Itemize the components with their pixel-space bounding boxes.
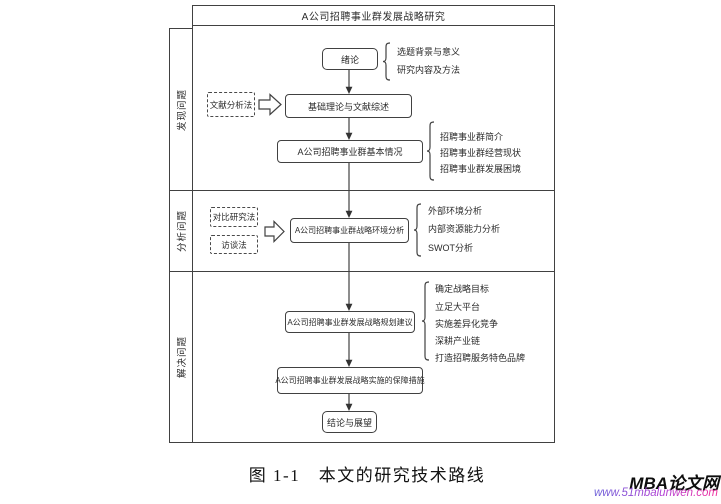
- watermark-site-name: MBA论文网: [629, 474, 719, 493]
- annotation-item: 内部资源能力分析: [428, 224, 501, 234]
- annotation-item: 立足大平台: [435, 302, 481, 312]
- method-box-literature: 文献分析法: [207, 92, 255, 117]
- method-box-interview: 访谈法: [210, 235, 258, 254]
- row-header-analyze: 分析问题: [169, 190, 193, 272]
- method-box-comparative: 对比研究法: [210, 207, 258, 227]
- annotation-item: SWOT分析: [428, 243, 473, 253]
- flow-box-label: A公司招聘事业群战略环境分析: [294, 226, 405, 235]
- flow-box-conclusion: 结论与展望: [322, 411, 377, 433]
- annotation-item: 实施差异化竞争: [435, 319, 499, 329]
- annotation-item: 打造招聘服务特色品牌: [435, 353, 526, 363]
- row-header-label: 发现问题: [177, 88, 189, 131]
- method-label: 文献分析法: [209, 99, 253, 110]
- flow-box-label: A公司招聘事业群发展战略规划建议: [287, 317, 413, 327]
- flow-box-label: A公司招聘事业群发展战略实施的保障措施: [275, 376, 425, 385]
- annotation-item: 深耕产业链: [435, 336, 481, 346]
- flow-box-label: 绪论: [340, 54, 359, 65]
- flow-box-env-analysis: A公司招聘事业群战略环境分析: [290, 218, 409, 243]
- diagram-title-bar: A公司招聘事业群发展战略研究: [192, 5, 555, 25]
- row-divider: [192, 271, 555, 272]
- flow-box-planning: A公司招聘事业群发展战略规划建议: [285, 311, 415, 333]
- flow-box-safeguards: A公司招聘事业群发展战略实施的保障措施: [275, 367, 425, 394]
- row-divider: [192, 190, 555, 191]
- flow-box-label: 结论与展望: [326, 417, 372, 428]
- flow-box-basic-info: A公司招聘事业群基本情况: [277, 140, 423, 163]
- diagram-title: A公司招聘事业群发展战略研究: [301, 12, 446, 23]
- row-header-label: 分析问题: [177, 209, 189, 253]
- flow-box-label: A公司招聘事业群基本情况: [297, 147, 403, 157]
- method-label: 访谈法: [221, 239, 247, 250]
- flow-box-label: 基础理论与文献综述: [307, 101, 389, 112]
- annotation-item: 外部环境分析: [428, 206, 483, 216]
- row-header-discover: 发现问题: [169, 28, 193, 191]
- flow-box-intro: 绪论: [322, 48, 378, 70]
- annotation-item: 招聘事业群发展困境: [440, 164, 522, 174]
- flow-box-theory: 基础理论与文献综述: [285, 94, 412, 118]
- figure-caption: 图 1-1 本文的研究技术路线: [248, 466, 486, 485]
- row-header-solve: 解决问题: [169, 271, 193, 443]
- annotation-item: 招聘事业群经营现状: [440, 148, 522, 158]
- annotation-item: 选题背景与意义: [397, 47, 461, 57]
- annotation-item: 研究内容及方法: [397, 65, 461, 75]
- method-label: 对比研究法: [212, 212, 256, 222]
- watermark-site-url: www.51mbalunwen.com: [593, 487, 718, 499]
- annotation-item: 招聘事业群简介: [440, 132, 504, 142]
- row-header-label: 解决问题: [177, 335, 189, 379]
- annotation-item: 确定战略目标: [435, 284, 490, 294]
